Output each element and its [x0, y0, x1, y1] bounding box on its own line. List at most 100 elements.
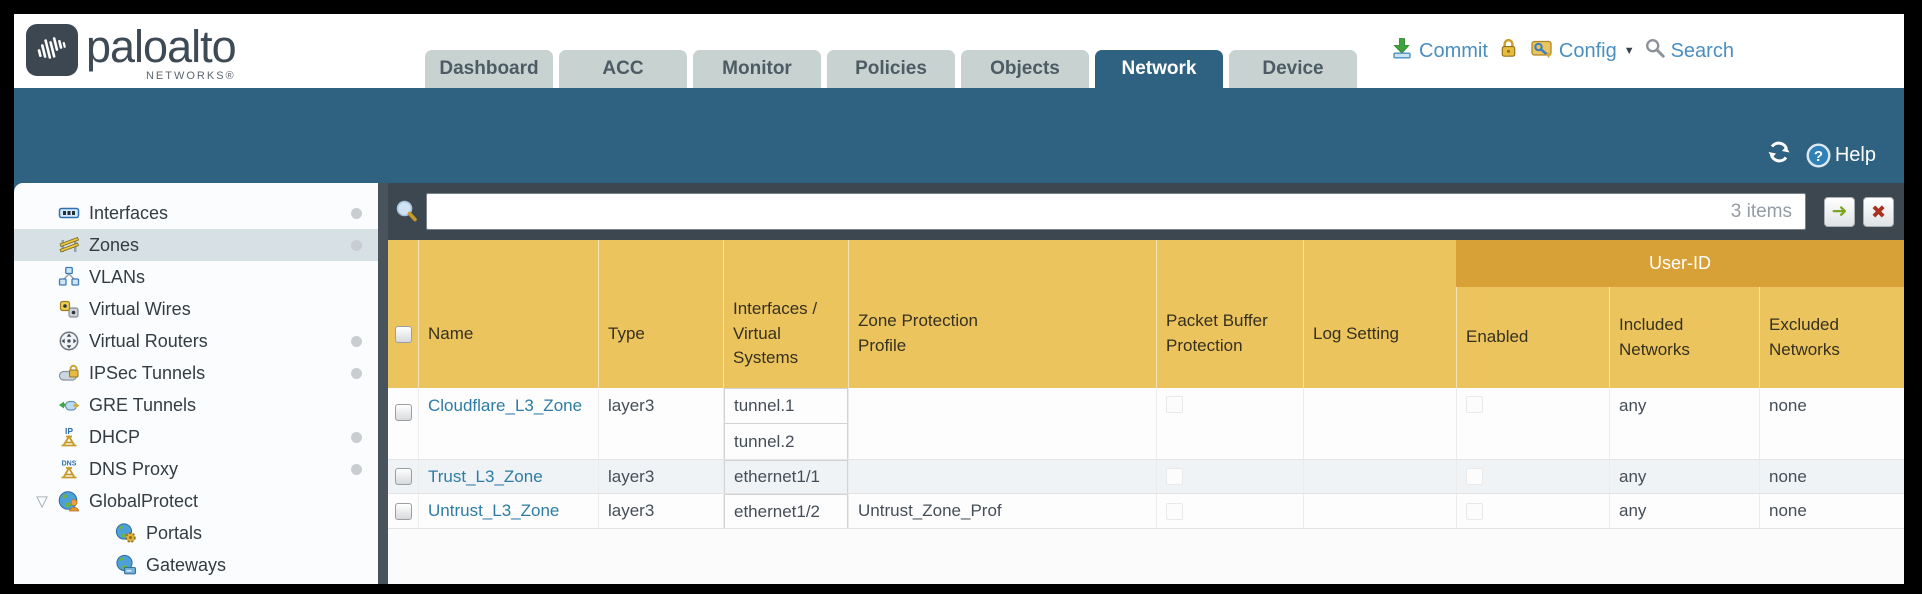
- col-header-name[interactable]: Name: [418, 240, 598, 388]
- sidebar-item-virtual-routers[interactable]: Virtual Routers: [14, 325, 378, 357]
- col-header-enabled[interactable]: Enabled: [1456, 240, 1609, 388]
- brand-subtitle: NETWORKS®: [145, 70, 236, 82]
- global-search[interactable]: Search: [1644, 37, 1734, 65]
- sidebar-divider: [378, 183, 388, 584]
- tab-dashboard[interactable]: Dashboard: [425, 50, 553, 88]
- gateways-icon: [115, 554, 137, 576]
- dhcp-icon: IP: [58, 426, 80, 448]
- sidebar-item-gre-tunnels[interactable]: GRE Tunnels: [14, 389, 378, 421]
- packet-buffer-protection-checkbox: [1166, 502, 1183, 520]
- log-setting: [1303, 460, 1456, 493]
- vlans-icon: [58, 266, 80, 288]
- log-setting: [1303, 388, 1456, 459]
- sidebar-item-vlans[interactable]: VLANs: [14, 261, 378, 293]
- tab-acc[interactable]: ACC: [559, 50, 687, 88]
- tab-device[interactable]: Device: [1229, 50, 1357, 88]
- brand-logo: paloalto NETWORKS®: [26, 24, 237, 82]
- status-dot: [351, 368, 362, 379]
- globalprotect-icon: [58, 490, 80, 512]
- zone-interfaces: ethernet1/1: [723, 460, 848, 493]
- status-dot: [351, 464, 362, 475]
- lock-icon[interactable]: [1497, 36, 1520, 66]
- col-header-included-networks[interactable]: Included Networks: [1609, 240, 1759, 388]
- sidebar-item-globalprotect[interactable]: ▽ GlobalProtect: [14, 485, 378, 517]
- apply-filter-button[interactable]: ➜: [1824, 196, 1855, 227]
- col-header-interfaces[interactable]: Interfaces / Virtual Systems: [723, 240, 848, 388]
- interface-cell: ethernet1/2: [724, 494, 848, 528]
- zone-name-link[interactable]: Cloudflare_L3_Zone: [428, 396, 583, 415]
- top-bar: paloalto NETWORKS® Dashboard ACC Monitor…: [14, 14, 1904, 88]
- user-id-enabled-checkbox: [1466, 396, 1483, 413]
- sidebar-item-zones[interactable]: Zones: [14, 229, 378, 261]
- commit-label: Commit: [1419, 39, 1488, 62]
- app-window: paloalto NETWORKS® Dashboard ACC Monitor…: [14, 14, 1904, 584]
- zones-icon: [58, 234, 80, 256]
- commit-button[interactable]: Commit: [1390, 36, 1488, 66]
- search-icon: [1644, 37, 1666, 65]
- included-networks: any: [1609, 388, 1759, 459]
- tab-network[interactable]: Network: [1095, 50, 1223, 88]
- filter-toolbar: 3 items ➜ ✖: [388, 183, 1904, 240]
- items-count: 3 items: [1730, 200, 1792, 222]
- col-header-log-setting[interactable]: Log Setting: [1303, 240, 1456, 388]
- sidebar-item-dns-proxy[interactable]: DNS DNS Proxy: [14, 453, 378, 485]
- zones-content: 3 items ➜ ✖ Name Type Interfaces / Virtu…: [388, 183, 1904, 584]
- tab-objects[interactable]: Objects: [961, 50, 1089, 88]
- tab-policies[interactable]: Policies: [827, 50, 955, 88]
- portals-icon: [115, 522, 137, 544]
- zone-protection-profile: [848, 460, 1156, 493]
- sidebar-item-ipsec-tunnels[interactable]: IPSec Tunnels: [14, 357, 378, 389]
- config-icon: [1529, 36, 1554, 66]
- svg-text:?: ?: [1814, 148, 1823, 165]
- config-menu[interactable]: Config ▼: [1529, 36, 1635, 66]
- expander-icon[interactable]: ▽: [36, 493, 48, 510]
- col-header-zone-protection-profile[interactable]: Zone Protection Profile: [848, 240, 1156, 388]
- user-id-enabled-checkbox: [1466, 468, 1483, 485]
- table-row: Untrust_L3_Zone layer3 ethernet1/2 Untru…: [388, 494, 1904, 529]
- sidebar-item-portals[interactable]: Portals: [14, 517, 378, 549]
- ipsec-tunnels-icon: [58, 362, 80, 384]
- zone-name-link[interactable]: Untrust_L3_Zone: [428, 501, 560, 520]
- main-nav-tabs: Dashboard ACC Monitor Policies Objects N…: [425, 50, 1357, 88]
- select-all-checkbox[interactable]: [394, 325, 412, 343]
- zone-interfaces: tunnel.1 tunnel.2: [723, 388, 848, 459]
- log-setting: [1303, 494, 1456, 528]
- refresh-icon[interactable]: [1765, 139, 1793, 171]
- help-button[interactable]: ? Help: [1805, 142, 1876, 169]
- table-row: Cloudflare_L3_Zone layer3 tunnel.1 tunne…: [388, 388, 1904, 460]
- sidebar-item-virtual-wires[interactable]: Virtual Wires: [14, 293, 378, 325]
- row-checkbox[interactable]: [394, 502, 412, 520]
- zone-type: layer3: [598, 388, 723, 459]
- help-label: Help: [1834, 143, 1876, 166]
- sidebar-item-interfaces[interactable]: Interfaces: [14, 197, 378, 229]
- filter-input[interactable]: [426, 193, 1806, 230]
- interface-cell: tunnel.1: [724, 388, 848, 424]
- zone-protection-profile: Untrust_Zone_Prof: [848, 494, 1156, 528]
- help-icon: ?: [1806, 142, 1831, 168]
- user-id-group-header: User-ID: [1456, 240, 1904, 287]
- clear-filter-button[interactable]: ✖: [1863, 196, 1894, 227]
- included-networks: any: [1609, 494, 1759, 528]
- status-dot: [351, 336, 362, 347]
- interfaces-icon: [58, 202, 80, 224]
- tab-monitor[interactable]: Monitor: [693, 50, 821, 88]
- close-icon: ✖: [1870, 201, 1887, 222]
- interface-cell: tunnel.2: [724, 424, 848, 459]
- sidebar-item-gateways[interactable]: Gateways: [14, 549, 378, 581]
- user-id-enabled-checkbox: [1466, 502, 1483, 520]
- row-checkbox[interactable]: [394, 468, 412, 485]
- config-label: Config: [1558, 39, 1617, 62]
- sidebar-item-dhcp[interactable]: IP DHCP: [14, 421, 378, 453]
- dns-proxy-icon: DNS: [58, 458, 80, 480]
- zone-interfaces: ethernet1/2: [723, 494, 848, 528]
- excluded-networks: none: [1759, 388, 1904, 459]
- col-header-packet-buffer-protection[interactable]: Packet Buffer Protection: [1156, 240, 1303, 388]
- col-header-excluded-networks[interactable]: Excluded Networks: [1759, 240, 1904, 388]
- top-action-links: Commit: [1390, 14, 1734, 88]
- zone-name-link[interactable]: Trust_L3_Zone: [428, 466, 543, 486]
- packet-buffer-protection-checkbox: [1166, 468, 1183, 485]
- excluded-networks: none: [1759, 494, 1904, 528]
- row-checkbox[interactable]: [394, 404, 412, 421]
- col-header-type[interactable]: Type: [598, 240, 723, 388]
